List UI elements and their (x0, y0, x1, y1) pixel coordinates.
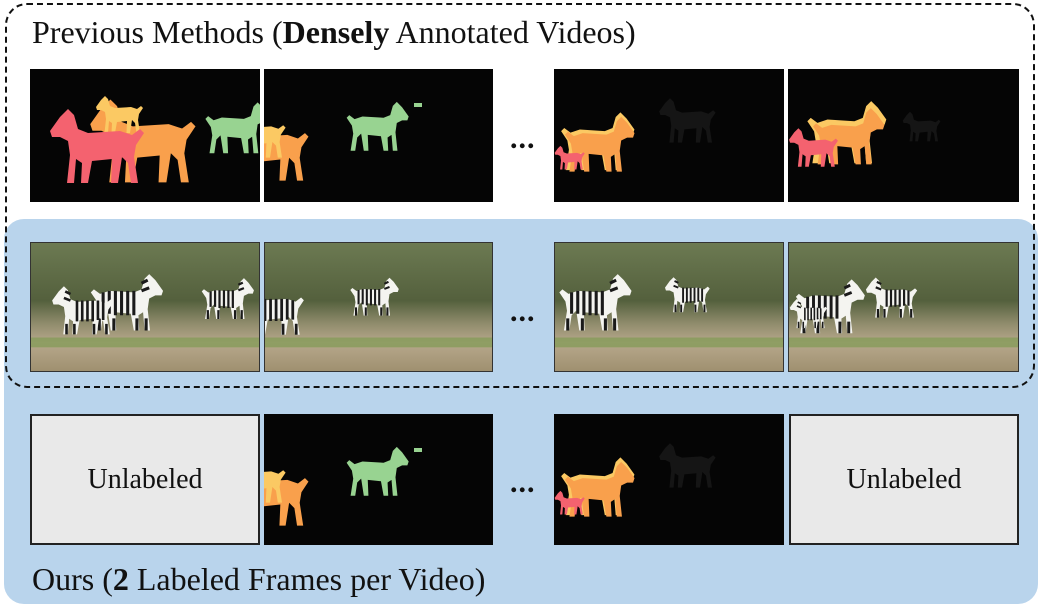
zebra-photo (265, 243, 492, 371)
video-frame-4 (788, 242, 1019, 372)
unlabeled-text: Unlabeled (87, 463, 203, 495)
ours-label: Ours (2 Labeled Frames per Video) (32, 561, 486, 597)
video-frame-2 (264, 242, 493, 372)
segmentation-mask (50, 96, 260, 183)
unlabeled-frame-1: Unlabeled (30, 414, 260, 545)
unlabeled-text: Unlabeled (846, 463, 962, 495)
zebra-photo (789, 243, 1018, 371)
ours-mask-frame-1 (264, 414, 493, 545)
unlabeled-frame-2: Unlabeled (789, 414, 1019, 545)
video-frame-1 (30, 242, 260, 372)
ellipsis-row-3: ... (510, 466, 536, 499)
zebra-photo (555, 243, 783, 371)
mask-frame-4 (788, 69, 1019, 202)
zebra-photo (31, 243, 259, 371)
segmentation-mask (264, 446, 422, 526)
mask-frame-3 (554, 69, 784, 202)
segmentation-mask (264, 101, 422, 181)
segmentation-mask (554, 443, 716, 517)
mask-frame-1 (30, 69, 260, 202)
previous-methods-label: Previous Methods (Densely Annotated Vide… (32, 14, 636, 50)
video-frame-3 (554, 242, 784, 372)
mask-frame-2 (264, 69, 493, 202)
segmentation-mask (789, 101, 941, 167)
ellipsis-row-1: ... (510, 122, 536, 155)
segmentation-mask (554, 98, 716, 172)
ours-mask-frame-2 (554, 414, 784, 545)
ellipsis-row-2: ... (510, 295, 536, 328)
